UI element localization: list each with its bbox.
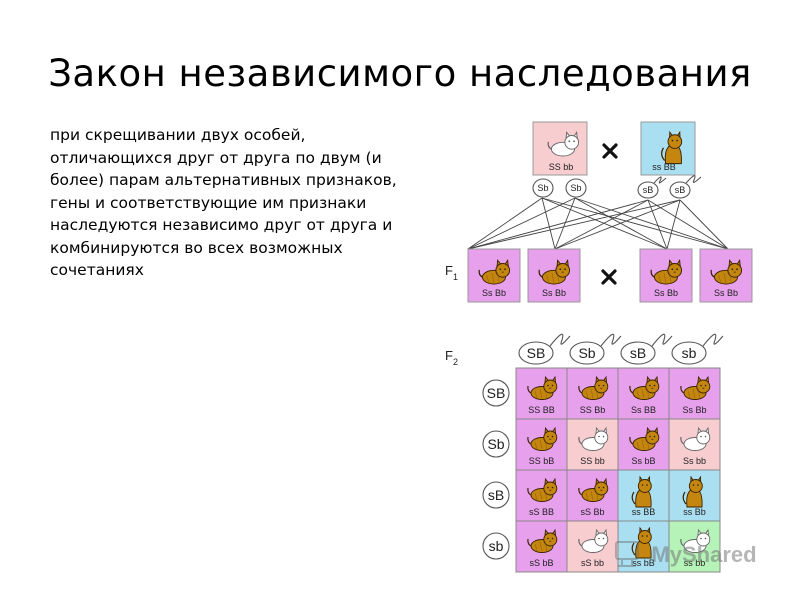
- connector-line: [541, 197, 668, 250]
- f2-cell-genotype: Ss BB: [631, 405, 656, 415]
- f2-cell-genotype: sS bb: [581, 558, 604, 568]
- myshared-logo-icon: [615, 541, 639, 567]
- connector-line: [467, 197, 576, 250]
- f2-cell: Ss bb: [668, 418, 721, 471]
- gamete-connector-lines: [467, 197, 729, 250]
- parent-generation: SS bb ss BB Sb Sb sB sB: [532, 121, 702, 199]
- f1-offspring-box: Ss Bb: [699, 248, 753, 303]
- f2-row-gamete: sB: [482, 481, 510, 509]
- f2-column-gamete: sB: [620, 333, 673, 365]
- gamete-right-1: sB: [637, 176, 667, 199]
- f2-cell-genotype: ss Bb: [683, 507, 706, 517]
- gamete-right-2: sB: [669, 175, 702, 199]
- f2-cell: SS bB: [515, 418, 568, 471]
- f2-cell-genotype: Ss Bb: [682, 405, 706, 415]
- connector-line: [647, 199, 668, 250]
- f2-label-subscript: 2: [453, 357, 458, 367]
- parent-right-genotype: ss BB: [652, 162, 676, 172]
- f2-cell-genotype: sS Bb: [580, 507, 604, 517]
- connector-line: [554, 199, 681, 250]
- gamete-label: sb: [682, 345, 697, 361]
- gamete-label: SB: [527, 345, 546, 361]
- f2-cell: Ss Bb: [668, 367, 721, 420]
- parent-left-genotype: SS bb: [549, 162, 574, 172]
- f2-label: F2: [445, 348, 458, 367]
- f2-cell: sS bB: [515, 520, 568, 573]
- law-definition-text: при скрещивании двух особей, отличающихс…: [50, 126, 397, 279]
- f2-row-gamete: SB: [482, 379, 510, 407]
- f2-cell: ss BB: [617, 469, 670, 522]
- connector-line: [541, 197, 556, 250]
- gamete-label: sB: [643, 185, 654, 195]
- connector-line: [679, 199, 729, 250]
- gamete-label: sB: [675, 185, 686, 195]
- f1-genotype: Ss Bb: [482, 288, 506, 298]
- f2-cell: ss Bb: [668, 469, 721, 522]
- f2-cell-genotype: SS bB: [529, 456, 555, 466]
- gamete-left-2: Sb: [565, 178, 587, 198]
- connector-line: [467, 199, 649, 250]
- gamete-label: Sb: [537, 183, 548, 193]
- gamete-label: Sb: [487, 436, 504, 452]
- f2-cell: sS BB: [515, 469, 568, 522]
- f2-row-gamete: Sb: [482, 430, 510, 458]
- f2-cell: SS bb: [566, 418, 619, 471]
- connector-line: [554, 197, 576, 250]
- connector-line: [647, 199, 729, 250]
- f2-cell-genotype: ss bB: [632, 558, 655, 568]
- f2-cell: Ss BB: [617, 367, 670, 420]
- connector-line: [554, 199, 649, 250]
- f1-offspring-box: Ss Bb: [639, 248, 693, 303]
- f2-row-gamete: sb: [482, 532, 510, 560]
- cross-symbol-icon: [602, 143, 618, 159]
- f1-offspring-box: Ss Bb: [527, 248, 581, 303]
- gamete-label: SB: [487, 385, 506, 401]
- f2-cell: sS Bb: [566, 469, 619, 522]
- f2-cell-genotype: ss bb: [684, 558, 706, 568]
- f1-genotype: Ss Bb: [714, 288, 738, 298]
- f2-cell-genotype: SS bb: [580, 456, 605, 466]
- connector-line: [467, 199, 681, 250]
- f1-genotype: Ss Bb: [542, 288, 566, 298]
- f2-cell: Ss bB: [617, 418, 670, 471]
- connector-line: [541, 197, 729, 250]
- f2-cell-genotype: Ss bb: [683, 456, 706, 466]
- f2-cell: SS Bb: [566, 367, 619, 420]
- f2-cell-genotype: sS bB: [529, 558, 553, 568]
- f2-column-gamete: SB: [518, 333, 571, 365]
- myshared-watermark: MyShared: [615, 541, 757, 567]
- f1-label-subscript: 1: [453, 272, 458, 282]
- watermark-text: MyShared: [651, 542, 756, 567]
- gamete-label: Sb: [578, 345, 595, 361]
- f2-cell: SS BB: [515, 367, 568, 420]
- f2-cell-genotype: SS BB: [528, 405, 555, 415]
- f2-cell-genotype: ss BB: [632, 507, 656, 517]
- gamete-label: sB: [488, 487, 504, 503]
- gamete-left-1: Sb: [532, 178, 554, 198]
- connector-line: [666, 199, 681, 250]
- f2-cell-genotype: sS BB: [529, 507, 554, 517]
- gamete-label: sB: [630, 345, 646, 361]
- gamete-label: Sb: [570, 183, 581, 193]
- f1-generation: F1 Ss Bb Ss Bb Ss Bb Ss Bb: [445, 248, 753, 303]
- f1-offspring-box: Ss Bb: [467, 248, 521, 303]
- connector-line: [574, 197, 729, 250]
- f2-column-gamete: sb: [671, 333, 724, 365]
- f2-cell: ss bb: [668, 520, 721, 573]
- f2-cell-genotype: Ss bB: [631, 456, 655, 466]
- connector-line: [467, 197, 543, 250]
- f2-cell-genotype: SS Bb: [580, 405, 606, 415]
- gamete-label: sb: [489, 538, 504, 554]
- f2-cell: sS bb: [566, 520, 619, 573]
- cross-symbol-icon: [601, 269, 617, 285]
- f2-column-gamete: Sb: [569, 333, 622, 365]
- f2-cell: ss bB: [617, 520, 670, 573]
- f1-label: F1: [445, 263, 458, 282]
- f1-genotype: Ss Bb: [654, 288, 678, 298]
- slide-title: Закон независимого наследования: [48, 52, 752, 95]
